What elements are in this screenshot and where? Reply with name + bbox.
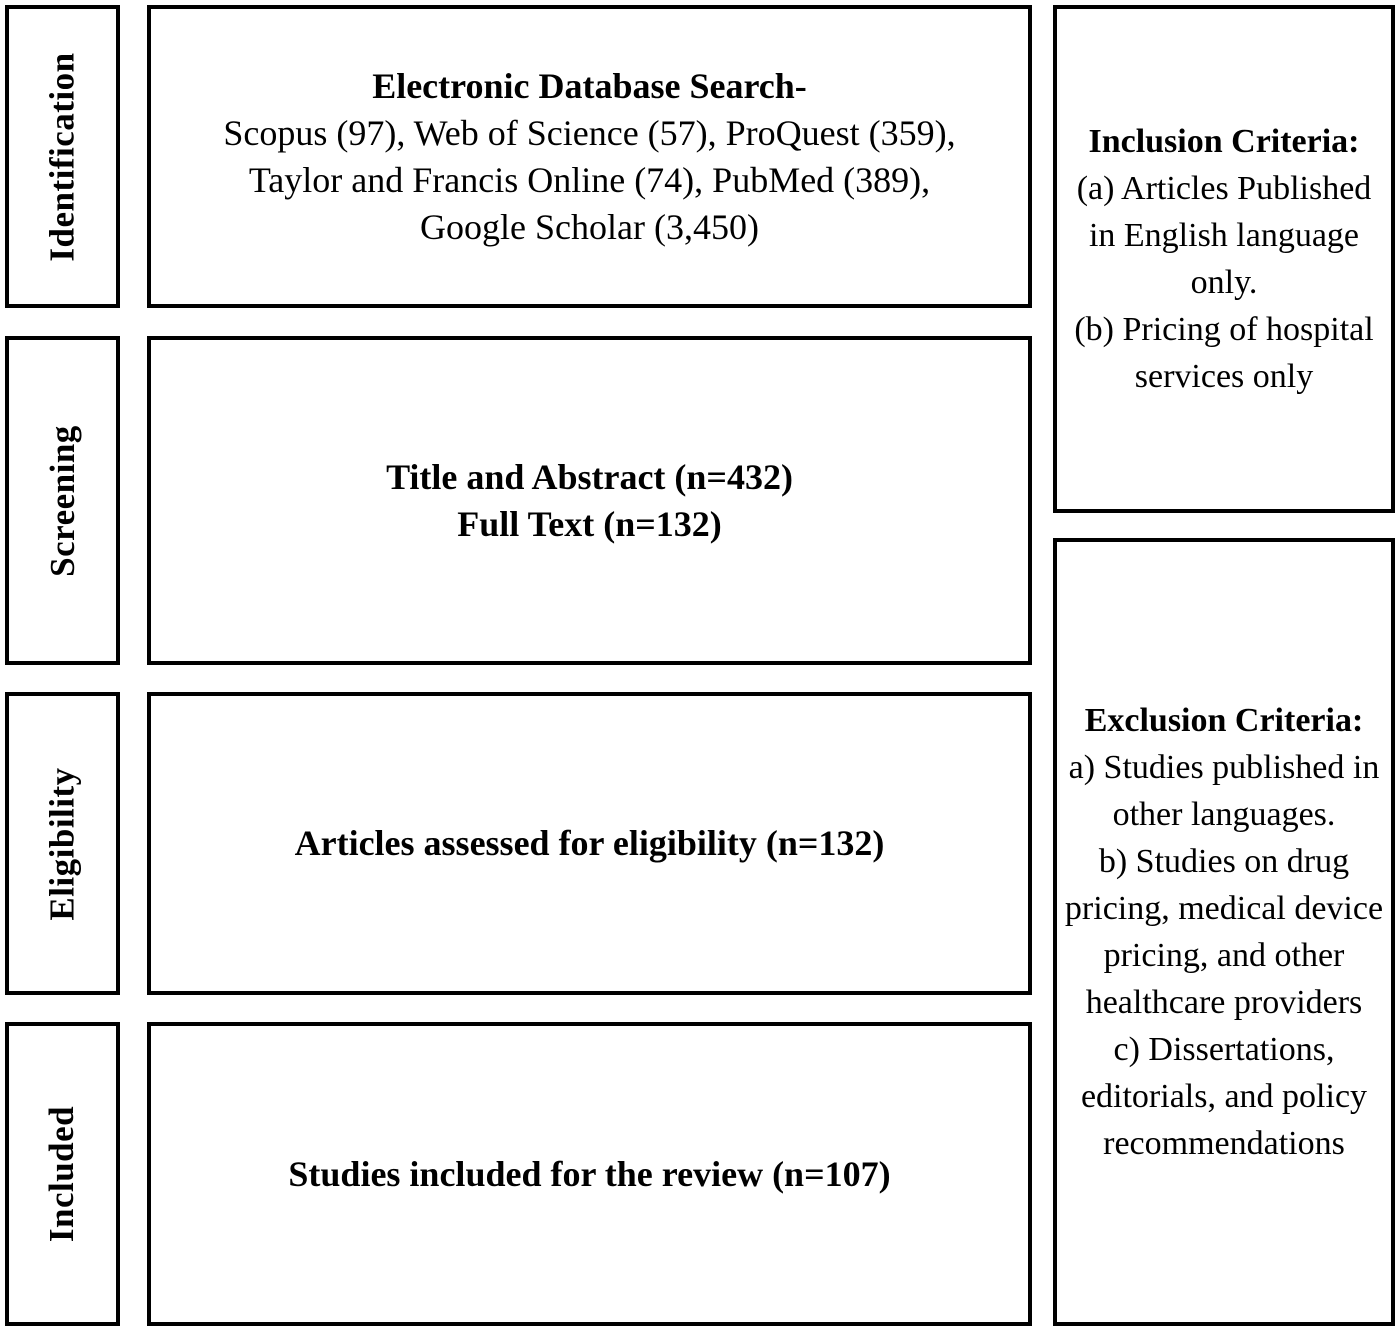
eligibility-text: Articles assessed for eligibility (n=132…	[294, 823, 885, 863]
stage-label-screening: Screening	[42, 424, 82, 577]
flow-box-eligibility: Articles assessed for eligibility (n=132…	[147, 692, 1032, 995]
flow-box-screening: Title and Abstract (n=432) Full Text (n=…	[147, 336, 1032, 665]
exclusion-criteria-item: c) Dissertations, editorials, and policy…	[1080, 1031, 1368, 1162]
stage-label-eligibility: Eligibility	[42, 766, 82, 921]
inclusion-criteria-title: Inclusion Criteria:	[1088, 123, 1360, 160]
stage-label-identification: Identification	[42, 51, 82, 262]
stage-box-identification: Identification	[5, 5, 120, 308]
inclusion-criteria-item: (a) Articles Published in English langua…	[1076, 170, 1372, 301]
stage-box-screening: Screening	[5, 336, 120, 665]
database-search-title: Electronic Database Search-	[372, 65, 807, 106]
included-text: Studies included for the review (n=107)	[288, 1153, 891, 1194]
database-search-line: Taylor and Francis Online (74), PubMed (…	[248, 159, 931, 200]
database-search-line: Scopus (97), Web of Science (57), ProQue…	[223, 112, 956, 153]
exclusion-criteria-item: b) Studies on drug pricing, medical devi…	[1064, 843, 1384, 1021]
exclusion-criteria-box: Exclusion Criteria: a) Studies published…	[1053, 538, 1395, 1326]
database-search-line: Google Scholar (3,450)	[420, 206, 759, 247]
inclusion-criteria-box: Inclusion Criteria: (a) Articles Publish…	[1053, 5, 1395, 513]
exclusion-criteria-title: Exclusion Criteria:	[1084, 702, 1364, 739]
flow-box-included: Studies included for the review (n=107)	[147, 1022, 1032, 1326]
screening-line-title-abstract: Title and Abstract (n=432)	[386, 456, 793, 497]
stage-label-included: Included	[42, 1105, 82, 1243]
exclusion-criteria-item: a) Studies published in other languages.	[1068, 749, 1380, 833]
stage-box-eligibility: Eligibility	[5, 692, 120, 995]
inclusion-criteria-item: (b) Pricing of hospital services only	[1074, 311, 1374, 395]
stage-box-included: Included	[5, 1022, 120, 1326]
flow-box-database-search: Electronic Database Search- Scopus (97),…	[147, 5, 1032, 308]
screening-line-full-text: Full Text (n=132)	[457, 503, 722, 544]
